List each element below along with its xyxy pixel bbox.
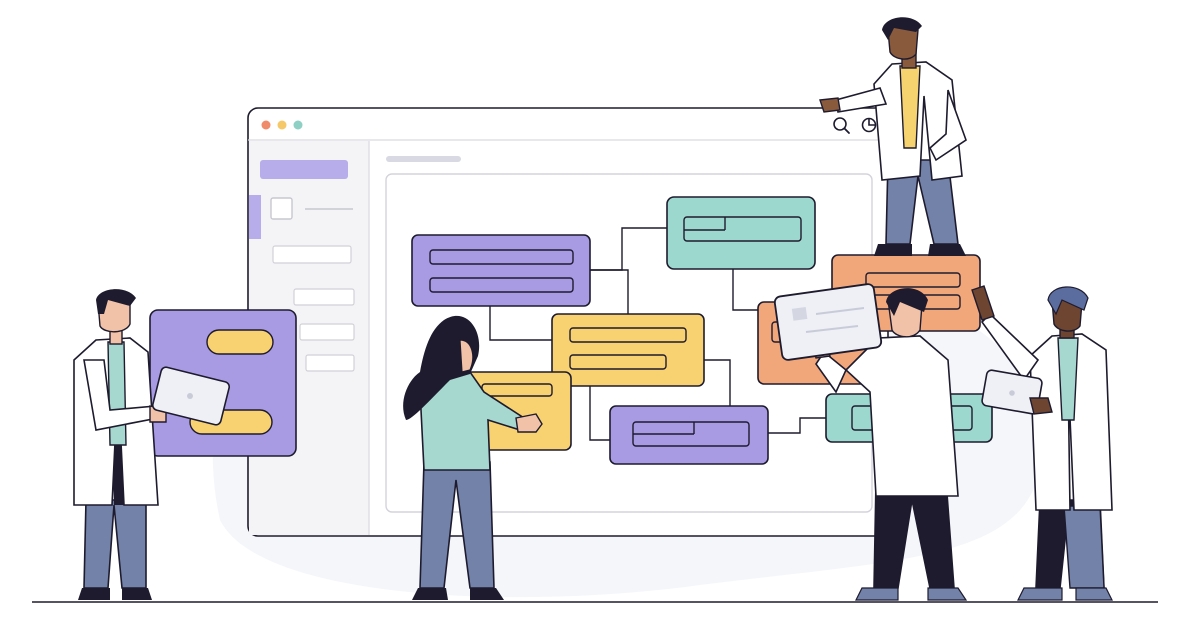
- sidebar-checkbox[interactable]: [270, 197, 293, 220]
- window-dot-yellow[interactable]: [277, 120, 287, 130]
- node-purple-bottom[interactable]: [609, 405, 769, 465]
- connectors: [487, 227, 851, 441]
- pie-chart-icon[interactable]: [861, 117, 877, 133]
- search-icon[interactable]: [833, 117, 850, 134]
- window-dot-red[interactable]: [261, 120, 271, 130]
- window-dot-teal[interactable]: [293, 120, 303, 130]
- scientist-left-with-tablet: [73, 289, 231, 600]
- scientist-top-standing: [819, 17, 967, 256]
- sidebar-item-2[interactable]: [293, 288, 355, 306]
- woman-long-hair: [403, 315, 543, 600]
- node-purple-top-left[interactable]: [411, 234, 591, 307]
- sidebar-item-1[interactable]: [272, 245, 352, 264]
- scientist-middle-with-tablet: [773, 283, 968, 601]
- sidebar-header-bar[interactable]: [260, 160, 348, 179]
- node-teal-top[interactable]: [666, 196, 816, 270]
- content-header-bar: [386, 156, 461, 162]
- sidebar-active-indicator: [249, 195, 261, 239]
- sidebar-item-3[interactable]: [299, 323, 355, 341]
- sidebar-item-4[interactable]: [305, 354, 355, 372]
- scientist-right-pointing: [971, 285, 1113, 601]
- tablet-middle: [773, 283, 883, 361]
- node-yellow-center[interactable]: [551, 313, 705, 387]
